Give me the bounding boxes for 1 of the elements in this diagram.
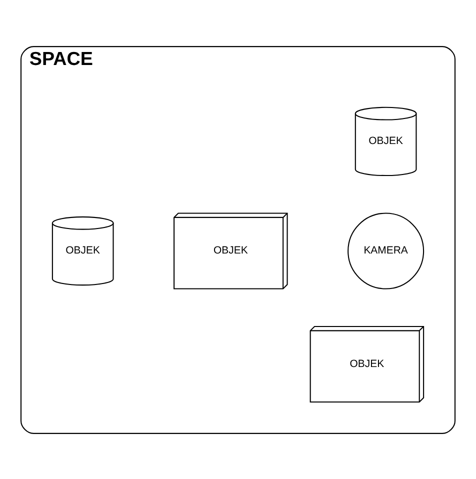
node-circle: KAMERA [348, 212, 424, 289]
